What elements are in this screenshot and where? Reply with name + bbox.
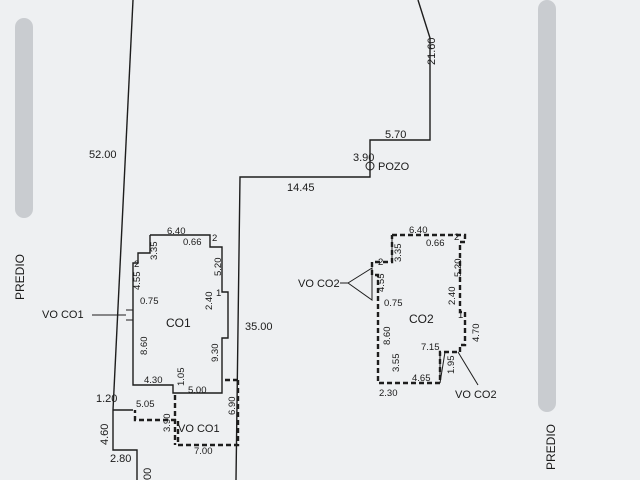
co1-dim-2-left: 2 <box>134 259 139 270</box>
co1-dim-9-30: 9.30 <box>210 344 221 363</box>
co2-dim-0-75: 0.75 <box>384 298 403 309</box>
pozo-well-icon <box>365 161 375 171</box>
co1-dim-2-top: 2 <box>212 233 217 244</box>
co1-dim-2-40: 2.40 <box>204 292 215 311</box>
co1-dim-6-90: 6.90 <box>227 397 238 416</box>
dim-14-45: 14.45 <box>287 182 315 194</box>
vo-co2-right-label: VO CO2 <box>455 389 497 401</box>
vo-co2-marker-left <box>347 267 373 301</box>
co2-dim-8-60: 8.60 <box>382 327 393 346</box>
pozo-label: POZO <box>378 161 410 173</box>
co2-dim-0-66: 0.66 <box>426 238 445 249</box>
co2-label: CO2 <box>409 312 434 326</box>
co1-dim-4-30: 4.30 <box>144 375 163 386</box>
co2-dim-5-20: 5.20 <box>453 259 464 278</box>
co2-dim-3-55: 3.55 <box>391 354 402 373</box>
co2-dim-6-40: 6.40 <box>409 225 428 236</box>
co2-dim-2-40: 2.40 <box>447 287 458 306</box>
co1-dim-0-66: 0.66 <box>183 237 202 248</box>
co2-dim-2-left: 2 <box>378 257 383 268</box>
co2-dim-4-55: 4.55 <box>376 274 387 293</box>
dim-4-60: 4.60 <box>99 424 111 445</box>
co1-dim-1-05: 1.05 <box>176 368 187 387</box>
co2-dim-2-top: 2 <box>454 232 459 243</box>
co1-annex-dashed <box>133 378 240 447</box>
co1-dim-3-90: 3.90 <box>162 414 173 433</box>
co2-dim-2-30: 2.30 <box>379 388 398 399</box>
vo-co1-left-label: VO CO1 <box>42 309 84 321</box>
co2-dim-3-35: 3.35 <box>393 244 404 263</box>
dim-2-80: 2.80 <box>110 453 131 465</box>
vo-co2-marker-right <box>457 351 479 386</box>
vo-co2-left-label: VO CO2 <box>298 278 340 290</box>
co2-dim-7-15: 7.15 <box>421 342 440 353</box>
dim-1-20: 1.20 <box>96 393 117 405</box>
dim-5-70: 5.70 <box>385 129 406 141</box>
co1-dim-7-00: 7.00 <box>194 446 213 457</box>
co1-label: CO1 <box>166 316 191 330</box>
co1-dim-5-20: 5.20 <box>213 258 224 277</box>
dim-52-00: 52.00 <box>89 149 117 161</box>
co2-dim-4-70: 4.70 <box>471 324 482 343</box>
left-road-band <box>15 18 33 218</box>
co2-dim-1-95: 1.95 <box>446 356 457 375</box>
co1-dim-3-35: 3.35 <box>149 242 160 261</box>
vo-co1-bottom-label: VO CO1 <box>178 423 220 435</box>
co2-dim-1: 1 <box>458 310 463 321</box>
dim-35-00: 35.00 <box>245 321 273 333</box>
predio-left-label: PREDIO <box>13 254 27 300</box>
dim-21-60: 21.60 <box>426 37 438 65</box>
co1-dim-6-40: 6.40 <box>167 226 186 237</box>
co1-dim-1: 1 <box>216 288 221 299</box>
building-co1 <box>126 234 229 394</box>
co1-dim-4-55: 4.55 <box>132 272 143 291</box>
co1-dim-0-75: 0.75 <box>140 296 159 307</box>
predio-right-label: PREDIO <box>544 424 558 470</box>
right-road-band <box>538 0 556 412</box>
co1-dim-5-00: 5.00 <box>188 385 207 396</box>
dim-00: 00 <box>142 468 154 480</box>
co2-dim-4-65: 4.65 <box>412 373 431 384</box>
co1-dim-8-60: 8.60 <box>139 337 150 356</box>
co1-dim-5-05: 5.05 <box>136 399 155 410</box>
dim-3-90-top: 3.90 <box>353 152 374 164</box>
lot-boundary <box>112 0 431 480</box>
